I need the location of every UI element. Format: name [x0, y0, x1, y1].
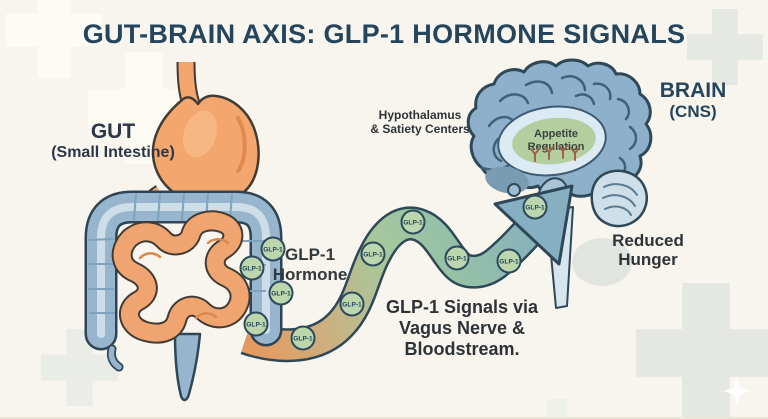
glp1-badge: GLP-1 — [260, 236, 286, 262]
glp1-badge: GLP-1 — [496, 248, 522, 274]
svg-text:GLP-1: GLP-1 — [342, 301, 362, 308]
bottom-edge-line — [0, 417, 768, 419]
svg-text:GLP-1: GLP-1 — [499, 258, 519, 265]
hypothalamus-label: Hypothalamus & Satiety Centers — [370, 108, 470, 136]
sparkle-icon — [723, 377, 751, 405]
appetite-label-line2: Regulation — [528, 141, 585, 153]
svg-text:GLP-1: GLP-1 — [242, 265, 262, 272]
signals-label: GLP-1 Signals via Vagus Nerve & Bloodstr… — [385, 297, 539, 359]
svg-text:GLP-1: GLP-1 — [447, 255, 467, 262]
brain-label-title: BRAIN — [659, 79, 727, 102]
gyri-lines — [480, 75, 638, 179]
rectum — [173, 332, 202, 402]
cerebellum — [590, 169, 648, 228]
svg-text:GLP-1: GLP-1 — [263, 246, 283, 253]
pituitary — [507, 183, 521, 197]
svg-text:GLP-1: GLP-1 — [293, 335, 313, 342]
brain-shadow — [572, 238, 632, 286]
svg-text:GLP-1: GLP-1 — [403, 219, 423, 226]
glp1-badge: GLP-1 — [243, 311, 269, 337]
gut-label-title: GUT — [90, 120, 136, 143]
glp1-badge: GLP-1 — [400, 209, 426, 235]
brain-label-subtitle: (CNS) — [669, 102, 717, 121]
glp1-badge: GLP-1 — [290, 325, 316, 351]
glp1-badge: GLP-1 — [268, 280, 294, 306]
glp1-badge-layer: GLP-1GLP-1GLP-1GLP-1GLP-1GLP-1GLP-1GLP-1… — [239, 194, 548, 351]
small-intestine — [113, 212, 249, 342]
reduced-hunger-label: Reduced Hunger — [612, 231, 684, 269]
receptor-icons — [530, 145, 580, 162]
glp1-badge: GLP-1 — [360, 241, 386, 267]
svg-text:GLP-1: GLP-1 — [246, 321, 266, 328]
glp1-hormone-label: GLP-1 Hormone — [272, 245, 348, 284]
gut-label: GUT (Small Intestine) — [30, 120, 196, 162]
small-intestine-detail — [138, 238, 230, 320]
brain-label: BRAIN (CNS) — [628, 79, 758, 122]
svg-text:GLP-1: GLP-1 — [525, 204, 545, 211]
glp1-badge: GLP-1 — [444, 245, 470, 271]
gut-illustration — [84, 61, 283, 402]
glp1-badge: GLP-1 — [239, 255, 265, 281]
stomach-highlight — [236, 116, 247, 173]
glp1-badge: GLP-1 — [339, 291, 365, 317]
appetite-label-line1: Appetite — [534, 128, 578, 140]
appendix — [108, 346, 122, 370]
gut-label-subtitle: (Small Intestine) — [51, 144, 175, 161]
stomach-sheen — [183, 110, 217, 158]
svg-text:GLP-1: GLP-1 — [271, 290, 291, 297]
glp1-badge: GLP-1 — [522, 194, 548, 220]
page-title: GUT-BRAIN AXIS: GLP-1 HORMONE SIGNALS — [82, 19, 686, 49]
cerebellum-lines — [602, 183, 638, 216]
svg-text:GLP-1: GLP-1 — [363, 251, 383, 258]
